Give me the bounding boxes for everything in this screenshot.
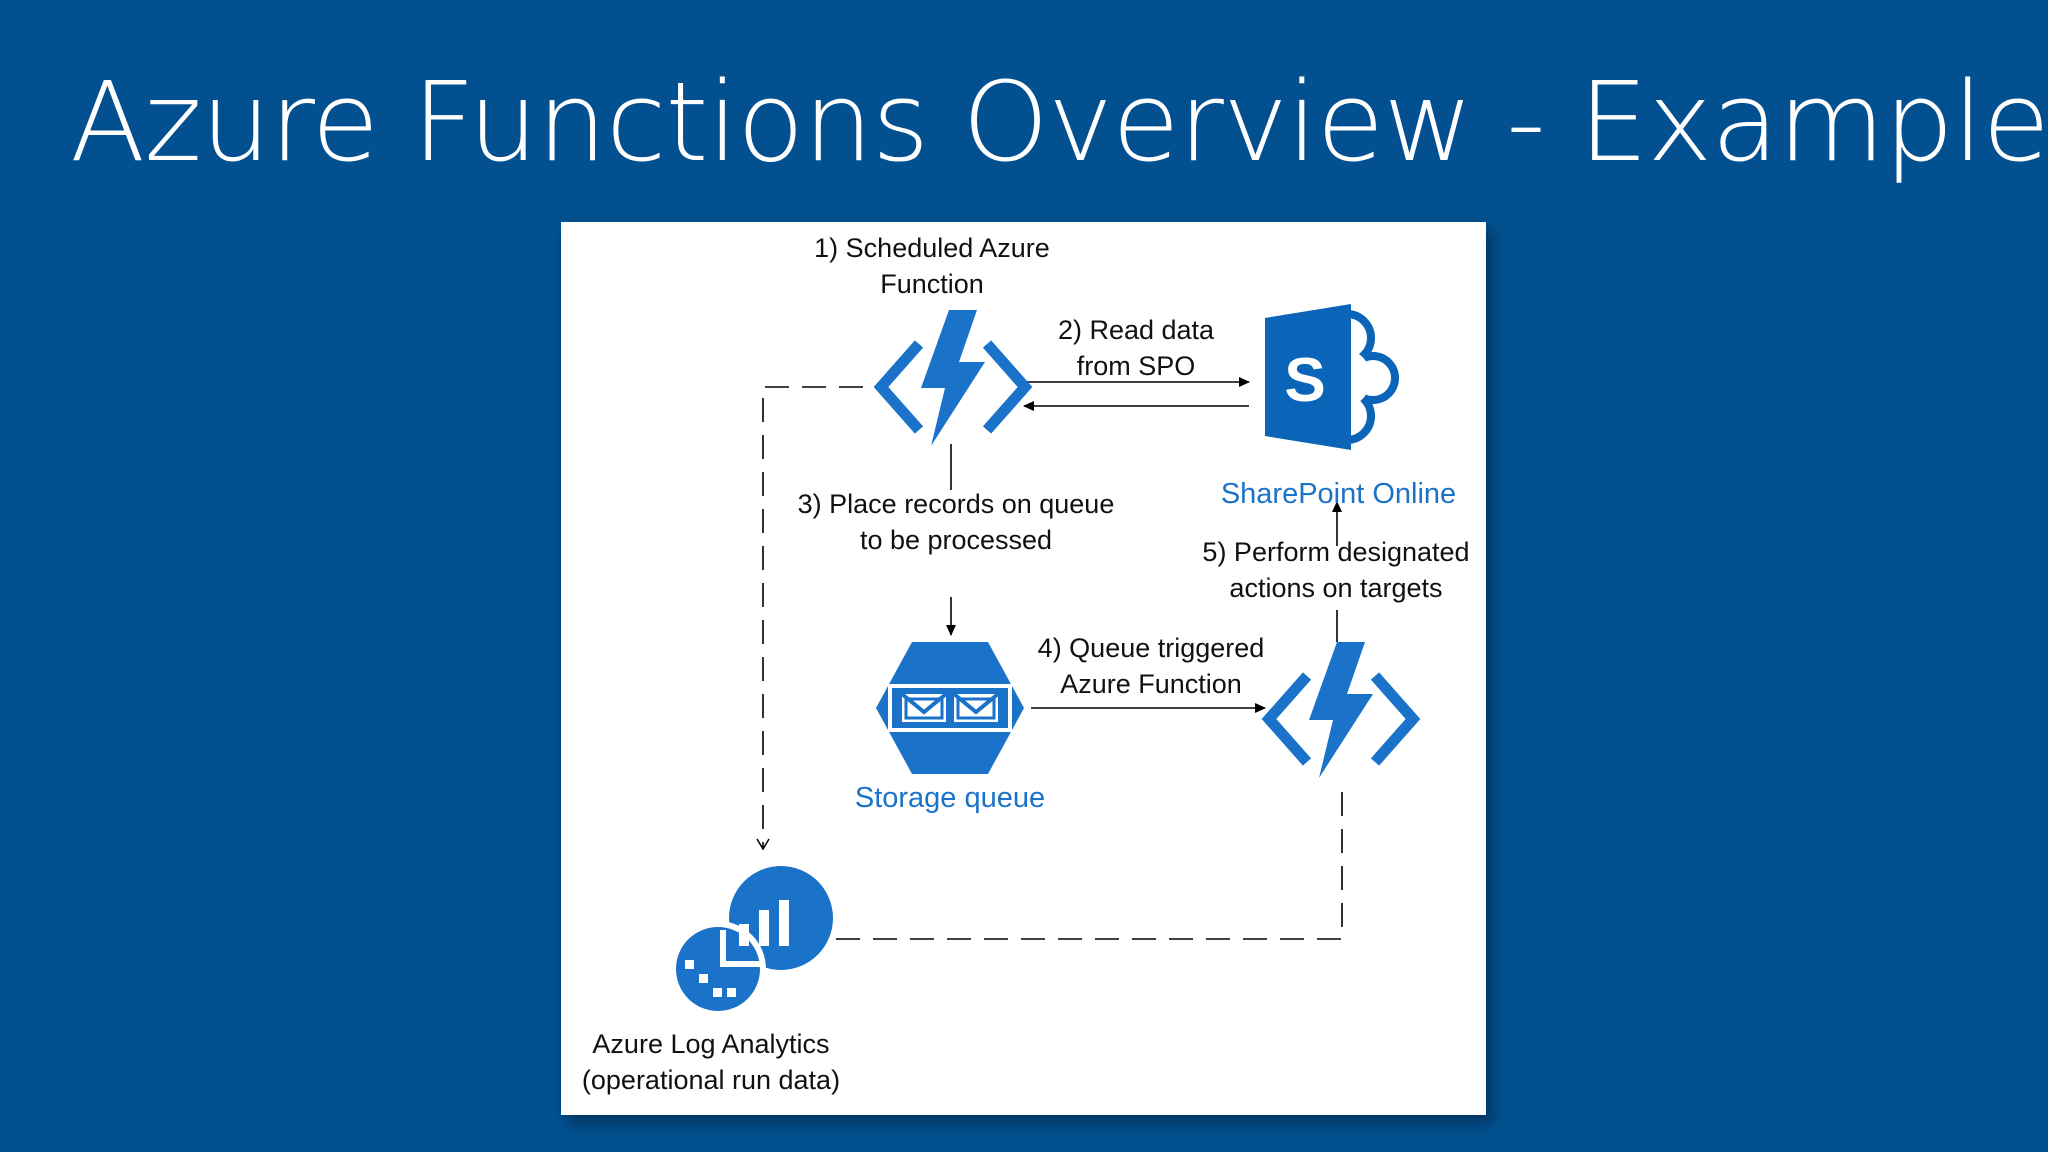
log-analytics-icon [670, 866, 833, 1017]
step1-label: 1) Scheduled Azure Function [814, 233, 1050, 299]
step2-label: 2) Read data from SPO [1057, 315, 1215, 381]
azure-function-icon [1261, 642, 1421, 778]
sharepoint-letter: S [1284, 346, 1325, 415]
storage-queue-icon [876, 642, 1024, 774]
diagram-panel: S [561, 222, 1486, 1115]
storage-queue-label: Storage queue [854, 782, 1046, 814]
sharepoint-icon: S [1265, 304, 1399, 450]
connector-log-from-scheduled [756, 386, 863, 851]
step5-label: 5) Perform designated actions on targets [1202, 537, 1470, 603]
log-analytics-label: Azure Log Analytics (operational run dat… [581, 1029, 841, 1095]
step4-label: 4) Queue triggered Azure Function [1037, 633, 1265, 699]
sharepoint-label: SharePoint Online [1220, 478, 1457, 510]
azure-function-icon [873, 310, 1033, 446]
diagram-canvas: S [670, 304, 1421, 1017]
slide-title: Azure Functions Overview - Example [70, 58, 2048, 186]
step3-label: 3) Place records on queue to be processe… [797, 489, 1115, 555]
